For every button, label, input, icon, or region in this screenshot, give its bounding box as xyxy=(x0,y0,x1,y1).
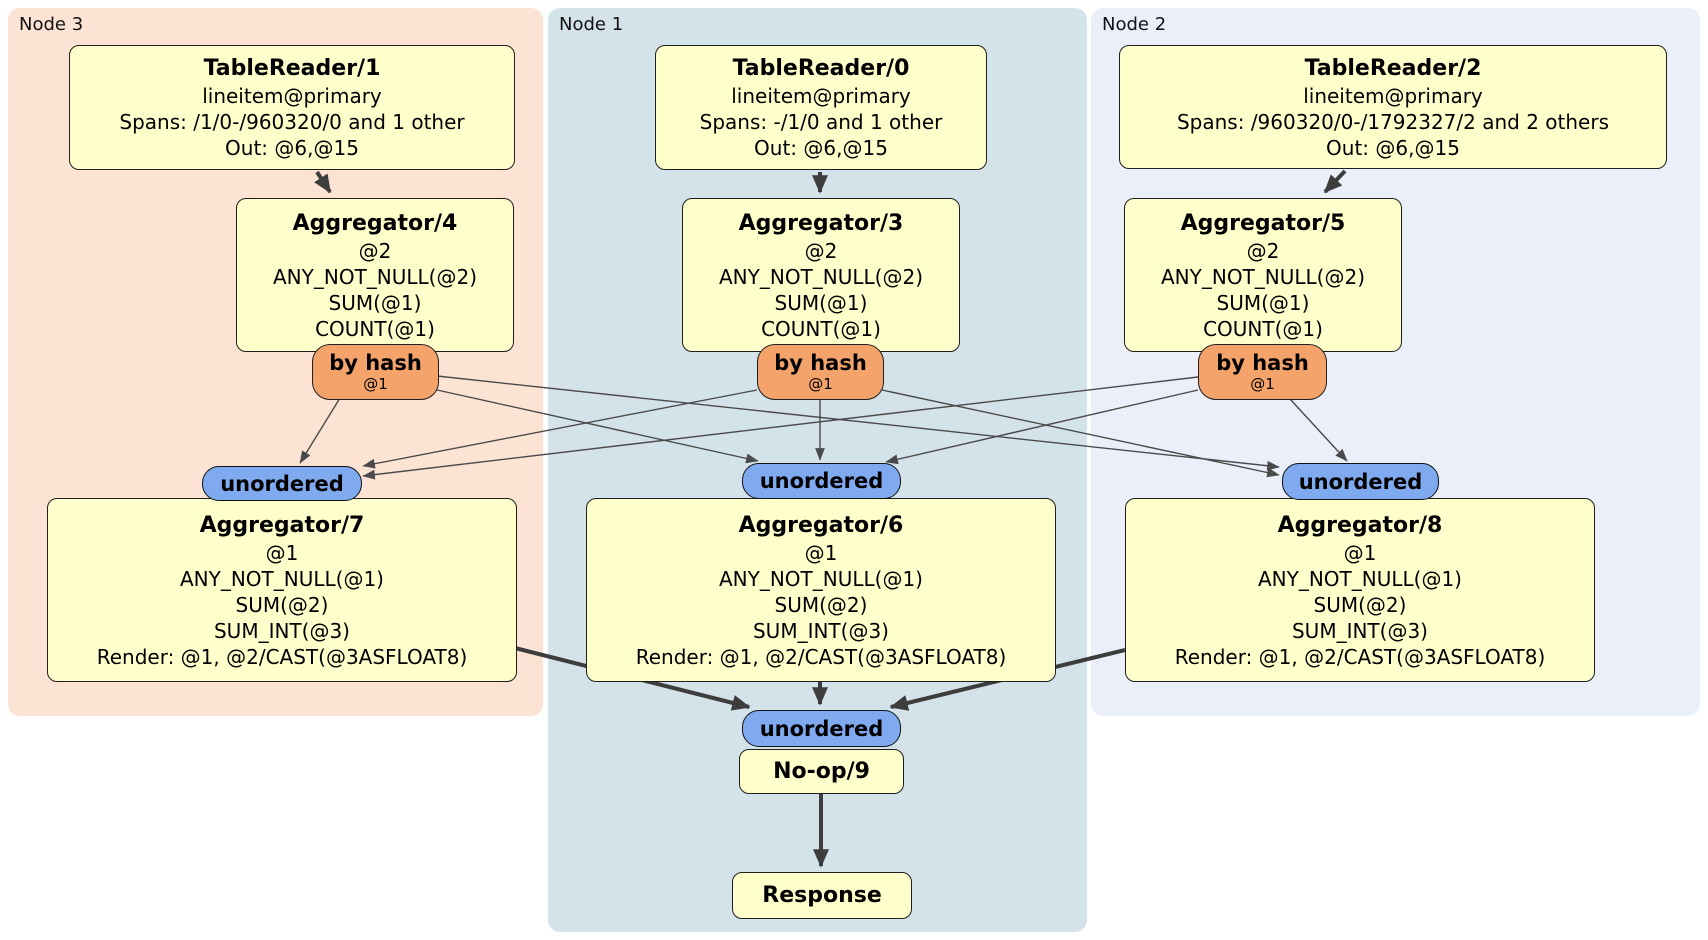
router-by-hash-node2: by hash @1 xyxy=(1198,344,1327,400)
processor-title: TableReader/1 xyxy=(203,56,381,81)
processor-detail-line: @2 xyxy=(804,238,838,263)
processor-detail-line: SUM(@1) xyxy=(1216,290,1310,315)
processor-title: No-op/9 xyxy=(773,759,870,784)
processor-detail-line: SUM(@2) xyxy=(1313,592,1407,617)
processor-response: Response xyxy=(732,872,912,919)
processor-detail-line: ANY_NOT_NULL(@2) xyxy=(273,264,477,289)
processor-detail-line: Render: @1, @2/CAST(@3ASFLOAT8) xyxy=(635,644,1007,669)
processor-title: Aggregator/8 xyxy=(1277,512,1443,538)
processor-detail-line: Spans: /1/0-/960320/0 and 1 other xyxy=(119,110,465,134)
sync-unordered-final: unordered xyxy=(742,710,901,747)
router-hash-column: @1 xyxy=(808,375,833,393)
processor-detail-line: lineitem@primary xyxy=(731,84,911,108)
router-hash-column: @1 xyxy=(1250,375,1275,393)
processor-detail-line: @1 xyxy=(265,540,299,565)
processor-detail-line: @1 xyxy=(804,540,838,565)
processor-detail-line: Out: @6,@15 xyxy=(225,136,359,160)
processor-title: Aggregator/3 xyxy=(738,210,904,236)
processor-detail-line: SUM_INT(@3) xyxy=(752,618,889,643)
node-label: Node 1 xyxy=(559,14,624,35)
processor-title: TableReader/0 xyxy=(732,56,910,81)
processor-detail-line: Out: @6,@15 xyxy=(754,136,888,160)
router-label: by hash xyxy=(329,351,422,375)
node-label: Node 2 xyxy=(1102,14,1167,35)
processor-title: Aggregator/5 xyxy=(1180,210,1346,236)
processor-detail-line: Spans: -/1/0 and 1 other xyxy=(699,110,943,134)
processor-title: Response xyxy=(762,883,882,908)
processor-detail-line: COUNT(@1) xyxy=(1203,316,1323,341)
processor-detail-line: SUM(@2) xyxy=(774,592,868,617)
processor-detail-line: @1 xyxy=(1343,540,1377,565)
sync-unordered-node1: unordered xyxy=(742,463,901,499)
processor-detail-line: ANY_NOT_NULL(@1) xyxy=(1257,566,1462,591)
processor-title: Aggregator/4 xyxy=(292,210,458,236)
sync-unordered-node3: unordered xyxy=(202,466,362,501)
processor-detail-line: ANY_NOT_NULL(@2) xyxy=(1161,264,1365,289)
sync-unordered-node2: unordered xyxy=(1282,463,1439,500)
processor-detail-line: @2 xyxy=(1246,238,1280,263)
processor-detail-line: ANY_NOT_NULL(@2) xyxy=(719,264,923,289)
router-label: by hash xyxy=(1216,351,1309,375)
processor-detail-line: SUM_INT(@3) xyxy=(213,618,350,643)
processor-detail-line: SUM(@2) xyxy=(235,592,329,617)
processor-title: TableReader/2 xyxy=(1304,55,1482,81)
processor-detail-line: SUM_INT(@3) xyxy=(1291,618,1428,643)
processor-detail-line: Render: @1, @2/CAST(@3ASFLOAT8) xyxy=(96,644,468,669)
processor-detail-line: lineitem@primary xyxy=(1303,83,1483,108)
processor-detail-line: Spans: /960320/0-/1792327/2 and 2 others xyxy=(1176,109,1609,134)
processor-detail-line: @2 xyxy=(358,238,392,263)
processor-title: Aggregator/6 xyxy=(738,512,904,538)
processor-detail-line: SUM(@1) xyxy=(774,290,868,315)
processor-detail-line: COUNT(@1) xyxy=(315,316,435,341)
processor-detail-line: Out: @6,@15 xyxy=(1326,135,1460,160)
processor-detail-line: SUM(@1) xyxy=(328,290,422,315)
router-by-hash-node3: by hash @1 xyxy=(312,344,439,400)
router-hash-column: @1 xyxy=(363,375,388,393)
router-label: by hash xyxy=(774,351,867,375)
processor-detail-line: COUNT(@1) xyxy=(761,316,881,341)
router-by-hash-node1: by hash @1 xyxy=(757,344,884,400)
processor-title: Aggregator/7 xyxy=(199,512,365,538)
processor-detail-line: Render: @1, @2/CAST(@3ASFLOAT8) xyxy=(1174,644,1546,669)
processor-detail-line: ANY_NOT_NULL(@1) xyxy=(179,566,384,591)
processor-detail-line: lineitem@primary xyxy=(202,84,382,108)
processor-noop-9: No-op/9 xyxy=(739,749,904,794)
processor-detail-line: ANY_NOT_NULL(@1) xyxy=(718,566,923,591)
node-label: Node 3 xyxy=(19,14,84,35)
